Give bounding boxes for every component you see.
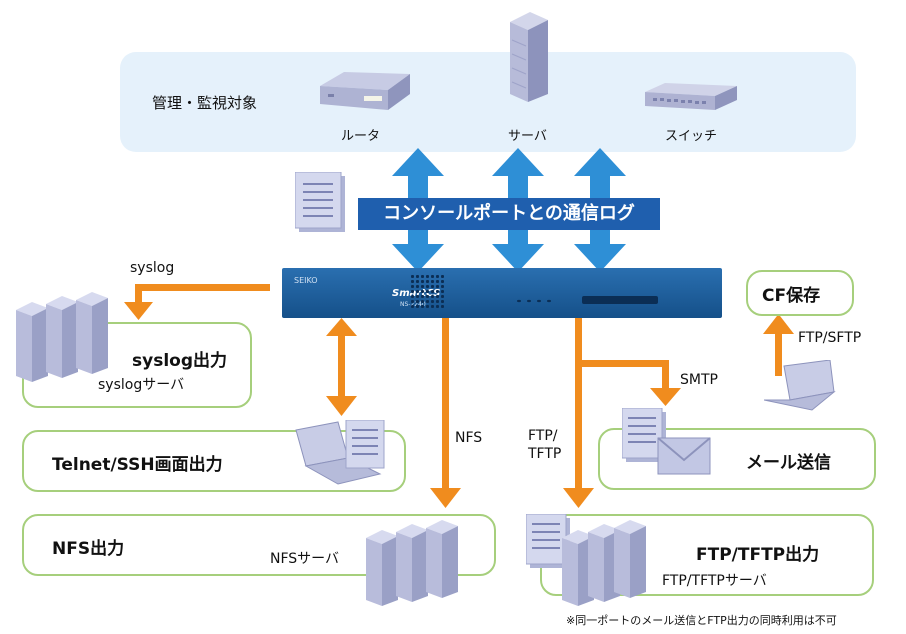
device-leds <box>514 298 554 304</box>
syslog-server-label: syslogサーバ <box>98 377 185 393</box>
cf-laptop-icon <box>764 360 848 416</box>
ftp-server-label: FTP/TFTPサーバ <box>662 573 767 589</box>
ftp-server-icon <box>526 514 658 610</box>
server-icon <box>508 10 550 105</box>
ftp-arrow-label-line1: FTP/ <box>528 428 558 444</box>
telnet-output-title: Telnet/SSH画面出力 <box>52 455 223 475</box>
switch-icon <box>645 82 737 112</box>
cf-output-title: CF保存 <box>762 286 821 306</box>
console-log-banner-text: コンソールポートとの通信ログ <box>383 203 635 224</box>
syslog-output-title: syslog出力 <box>132 351 227 371</box>
router-label: ルータ <box>341 129 381 144</box>
syslog-server-icon <box>12 290 116 386</box>
server-label: サーバ <box>508 129 547 144</box>
nfs-output-title: NFS出力 <box>52 539 125 559</box>
ftp-arrow-label-line2: TFTP <box>528 446 562 462</box>
mail-icon <box>622 408 714 480</box>
footnote: ※同一ポートのメール送信とFTP出力の同時利用は不可 <box>566 614 837 627</box>
switch-label: スイッチ <box>665 129 718 144</box>
mail-output-title: メール送信 <box>746 453 831 473</box>
ftp-output-title: FTP/TFTP出力 <box>696 545 820 565</box>
device-port-strip <box>582 296 658 304</box>
device-vent-grille <box>410 274 444 310</box>
managed-devices-heading: 管理・監視対象 <box>152 94 258 112</box>
cf-output-box <box>746 270 854 316</box>
smtp-arrow-label: SMTP <box>680 372 718 388</box>
managed-devices-panel <box>120 52 856 152</box>
router-icon <box>320 70 410 112</box>
laptop-icon <box>290 420 390 494</box>
smartcs-device: SEIKO SmartCS NS-2240 <box>282 268 722 318</box>
nfs-arrow-label: NFS <box>455 430 483 446</box>
nfs-server-label: NFSサーバ <box>270 551 340 567</box>
device-brand: SEIKO <box>294 276 318 285</box>
ftp-sftp-arrow-label: FTP/SFTP <box>798 330 862 346</box>
console-log-banner <box>358 198 660 230</box>
log-document-icon <box>295 172 349 234</box>
nfs-server-icon <box>362 518 466 610</box>
syslog-arrow-label: syslog <box>130 260 175 276</box>
